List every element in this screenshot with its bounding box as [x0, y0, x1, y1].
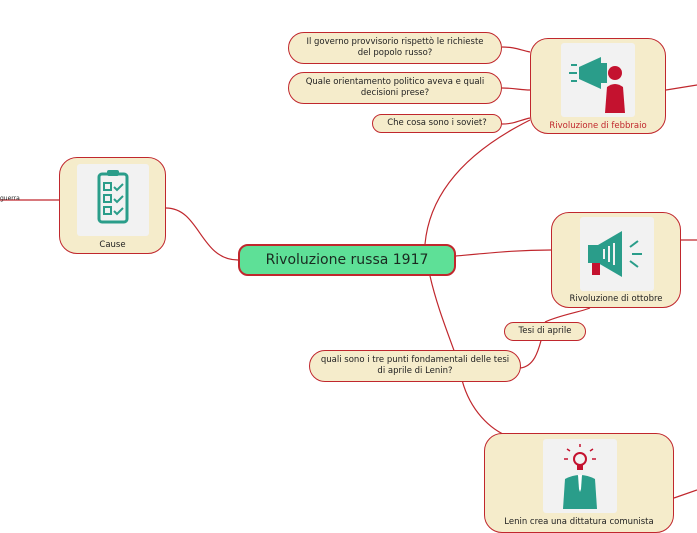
tesi-label: Tesi di aprile — [518, 326, 572, 336]
edge-label-guerra: guerra — [0, 195, 20, 202]
root-topic[interactable]: Rivoluzione russa 1917 — [238, 244, 456, 276]
card-cause[interactable]: Cause — [59, 157, 166, 254]
megaphone-icon — [580, 217, 654, 291]
question-tesi-lenin[interactable]: quali sono i tre punti fondamentali dell… — [309, 350, 521, 382]
lightbulb-businessman-icon — [543, 439, 617, 513]
question-2-text: Quale orientamento politico aveva e qual… — [305, 77, 485, 98]
connector-lines — [0, 46, 697, 499]
question-1-text: Il governo provvisorio rispettò le richi… — [306, 37, 484, 58]
question-3-text: Che cosa sono i soviet? — [387, 118, 487, 128]
card-lenin[interactable]: Lenin crea una dittatura comunista — [484, 433, 674, 533]
card-lenin-label: Lenin crea una dittatura comunista — [504, 517, 654, 527]
card-rivoluzione-febbraio[interactable]: Rivoluzione di febbraio — [530, 38, 666, 134]
card-cause-label: Cause — [99, 240, 126, 250]
question-4-text: quali sono i tre punti fondamentali dell… — [320, 355, 510, 376]
card-ottobre-label: Rivoluzione di ottobre — [569, 294, 663, 304]
checklist-icon — [77, 164, 149, 236]
card-febbraio-label: Rivoluzione di febbraio — [549, 121, 647, 131]
megaphone-person-icon — [561, 43, 635, 117]
root-title: Rivoluzione russa 1917 — [265, 252, 429, 268]
question-orientamento-politico[interactable]: Quale orientamento politico aveva e qual… — [288, 72, 502, 104]
question-soviet[interactable]: Che cosa sono i soviet? — [372, 114, 502, 133]
card-rivoluzione-ottobre[interactable]: Rivoluzione di ottobre — [551, 212, 681, 308]
question-governo-provvisorio[interactable]: Il governo provvisorio rispettò le richi… — [288, 32, 502, 64]
topic-tesi-di-aprile[interactable]: Tesi di aprile — [504, 322, 586, 341]
